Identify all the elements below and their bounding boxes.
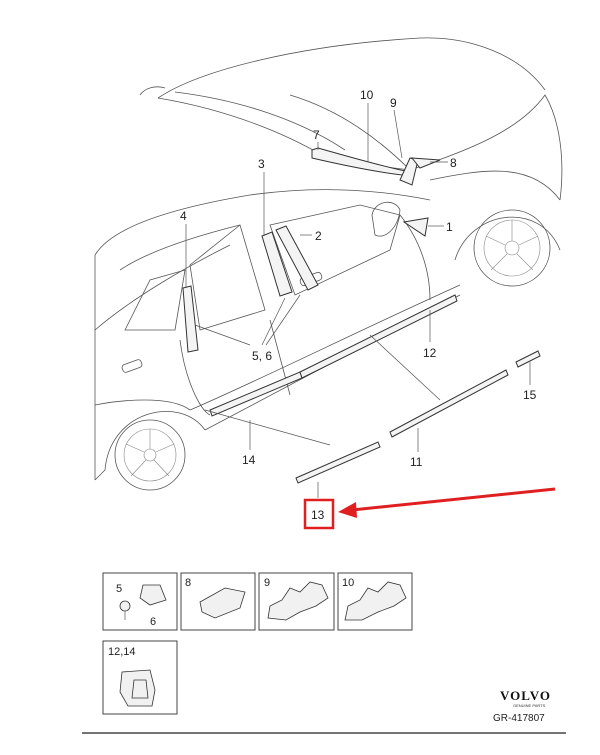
label-15: 15 — [523, 388, 537, 402]
detail-box-5-6: 5 6 — [102, 572, 178, 631]
highlight-annotation — [303, 487, 556, 530]
label-5-6: 5, 6 — [252, 349, 272, 363]
part-1-cover — [402, 217, 429, 237]
volvo-logo-sub: GENUINE PARTS — [513, 703, 546, 708]
label-12: 12 — [423, 346, 437, 360]
part-14-moulding — [209, 371, 303, 417]
part-11-strip — [389, 369, 509, 438]
detail-label-10: 10 — [342, 577, 354, 589]
detail-label-12-14: 12,14 — [108, 646, 136, 658]
volvo-logo: VOLVO — [500, 688, 551, 703]
detail-box-8: 8 — [180, 572, 256, 631]
part-8-trim — [410, 157, 441, 169]
part-labels: 10 9 7 8 3 4 1 2 5, 6 12 15 14 11 13 — [180, 88, 537, 522]
label-11: 11 — [410, 455, 423, 469]
arrow-line — [351, 487, 556, 512]
label-2: 2 — [315, 229, 322, 243]
detail-box-12-14: 12,14 — [102, 640, 178, 715]
label-7: 7 — [313, 128, 320, 142]
part-3-trim — [261, 231, 293, 297]
part-12-moulding — [299, 294, 458, 379]
part-4-trim — [182, 285, 199, 353]
detail-box-10: 10 — [337, 572, 413, 631]
part-13-strip — [295, 441, 381, 484]
part-2-trim — [275, 225, 319, 291]
highlight-box-13 — [303, 498, 335, 530]
brand-block: VOLVO GENUINE PARTS GR-417807 — [493, 688, 551, 724]
label-13: 13 — [311, 508, 325, 522]
label-1: 1 — [446, 220, 453, 234]
car-outline — [94, 37, 563, 491]
label-8: 8 — [450, 156, 457, 170]
part-15-strip — [515, 350, 541, 368]
detail-label-9: 9 — [264, 577, 270, 589]
part-7-strip — [311, 147, 413, 177]
label-9: 9 — [390, 96, 397, 110]
label-14: 14 — [242, 453, 256, 467]
detail-label-6: 6 — [150, 616, 156, 628]
label-4: 4 — [180, 209, 187, 223]
arrow-head — [338, 502, 357, 518]
detail-box-9: 9 — [258, 572, 335, 631]
detail-label-8: 8 — [185, 577, 191, 589]
label-3: 3 — [258, 157, 265, 171]
parts — [182, 147, 541, 484]
diagram-ref: GR-417807 — [493, 713, 545, 724]
leader-lines — [185, 103, 531, 498]
label-10: 10 — [360, 88, 374, 102]
detail-label-5: 5 — [116, 583, 122, 595]
